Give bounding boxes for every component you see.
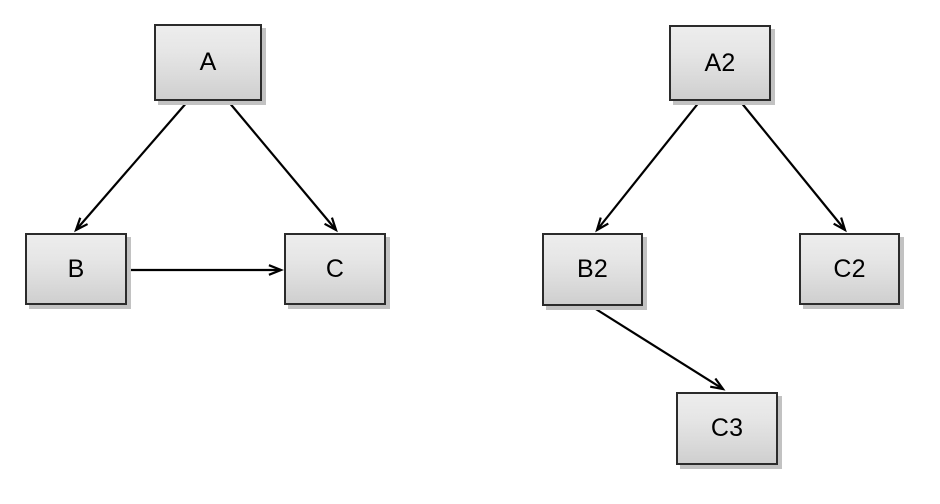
- node-label: A2: [704, 48, 736, 77]
- arrowhead-icon: [74, 217, 89, 233]
- node-b2[interactable]: B2: [542, 233, 643, 306]
- node-label: C3: [710, 414, 744, 442]
- node-c2[interactable]: C2: [799, 233, 900, 305]
- node-c[interactable]: C: [284, 233, 386, 305]
- node-label: A: [199, 48, 217, 76]
- arrowhead-icon: [710, 377, 726, 391]
- arrowhead-icon: [833, 217, 847, 233]
- arrowhead-icon: [595, 217, 609, 233]
- edge-line: [75, 100, 189, 231]
- edge-line: [590, 305, 724, 390]
- node-label: C2: [833, 254, 866, 283]
- node-c3[interactable]: C3: [676, 392, 778, 465]
- node-b[interactable]: B: [25, 233, 127, 305]
- edge-a-to-b[interactable]: [74, 100, 189, 233]
- edge-line: [596, 100, 701, 231]
- node-a2[interactable]: A2: [669, 25, 771, 101]
- edge-a2-to-b2[interactable]: [595, 100, 701, 233]
- edge-line: [739, 100, 846, 231]
- edge-b2-to-c3[interactable]: [590, 305, 726, 391]
- node-label: B2: [577, 255, 608, 283]
- edge-b-to-c[interactable]: [127, 264, 284, 276]
- arrowhead-icon: [324, 217, 338, 233]
- node-a[interactable]: A: [154, 24, 262, 101]
- edge-line: [227, 100, 337, 231]
- edge-a-to-c[interactable]: [227, 100, 338, 233]
- arrowhead-icon: [268, 264, 284, 276]
- edge-a2-to-c2[interactable]: [739, 100, 847, 233]
- node-label: C: [325, 254, 345, 283]
- node-label: B: [67, 254, 85, 283]
